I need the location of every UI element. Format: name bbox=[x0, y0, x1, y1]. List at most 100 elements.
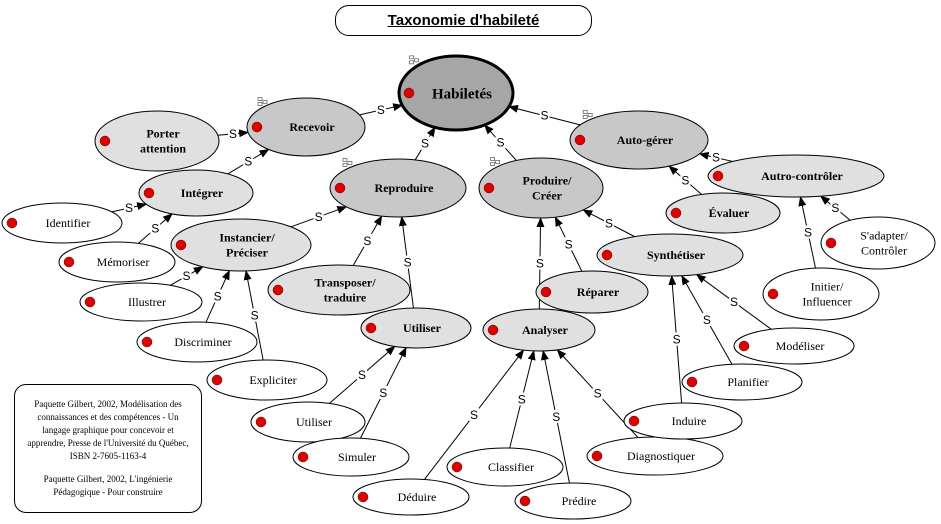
red-dot-icon bbox=[767, 288, 779, 300]
node-habiletes[interactable]: Habiletés bbox=[397, 54, 515, 132]
node-ellipse[interactable] bbox=[569, 110, 709, 170]
red-dot-icon bbox=[591, 450, 603, 462]
node-ellipse[interactable] bbox=[397, 54, 515, 132]
edge-label: S bbox=[518, 392, 526, 406]
hierarchy-link-icon[interactable] bbox=[257, 97, 268, 106]
red-dot-icon bbox=[487, 324, 499, 336]
red-dot-icon bbox=[251, 121, 263, 133]
node-analyser[interactable]: Analyser bbox=[482, 308, 596, 352]
red-dot-icon bbox=[540, 286, 552, 298]
node-ellipse[interactable] bbox=[206, 359, 328, 401]
node-recevoir[interactable]: Recevoir bbox=[246, 97, 366, 157]
edge-utiliser2-to-utiliser: S bbox=[328, 345, 396, 404]
node-ellipse[interactable] bbox=[1, 202, 123, 244]
node-ellipse[interactable] bbox=[482, 308, 596, 352]
edge-label-bg bbox=[420, 136, 431, 150]
edge-label: S bbox=[377, 103, 385, 117]
edge-label-bg bbox=[680, 173, 691, 187]
node-produire[interactable]: Produire/Créer bbox=[478, 157, 604, 219]
node-deduire[interactable]: Déduire bbox=[352, 478, 470, 516]
node-ellipse[interactable] bbox=[58, 241, 176, 283]
node-sadapter[interactable]: S'adapter/Contrôler bbox=[820, 216, 936, 270]
node-ellipse[interactable] bbox=[246, 97, 366, 157]
node-utiliser2[interactable]: Utiliser bbox=[250, 401, 366, 443]
hierarchy-link-icon[interactable] bbox=[409, 55, 419, 65]
red-dot-icon bbox=[334, 182, 346, 194]
node-label: Diagnostiquer bbox=[627, 449, 695, 463]
node-illustrer[interactable]: Illustrer bbox=[79, 282, 203, 322]
node-label: Expliciter bbox=[249, 373, 296, 387]
edge-label-bg bbox=[671, 332, 682, 346]
node-ellipse[interactable] bbox=[596, 233, 744, 277]
node-ellipse[interactable] bbox=[267, 264, 411, 316]
node-expliciter[interactable]: Expliciter bbox=[206, 359, 328, 401]
node-synthetiser[interactable]: Synthétiser bbox=[596, 233, 744, 277]
red-dot-icon bbox=[574, 134, 586, 146]
node-induire[interactable]: Induire bbox=[623, 402, 743, 440]
edge-label: S bbox=[358, 368, 366, 382]
node-ellipse[interactable] bbox=[329, 158, 467, 218]
node-ellipse[interactable] bbox=[514, 482, 632, 520]
node-ellipse[interactable] bbox=[292, 437, 410, 477]
node-evaluer[interactable]: Évaluer bbox=[665, 192, 781, 234]
node-initier[interactable]: Initier/Influencer bbox=[762, 267, 880, 321]
hierarchy-link-icon[interactable] bbox=[490, 157, 500, 166]
references-box: Paquette Gilbert, 2002, Modélisation des… bbox=[14, 384, 202, 513]
node-reproduire[interactable]: Reproduire bbox=[329, 158, 467, 218]
node-instancier[interactable]: Instancier/Préciser bbox=[170, 218, 312, 272]
red-dot-icon bbox=[365, 322, 377, 334]
edge-label: S bbox=[496, 136, 504, 150]
edge-discriminer-to-instancier: S bbox=[205, 269, 230, 323]
node-ellipse[interactable] bbox=[94, 110, 220, 172]
node-ellipse[interactable] bbox=[360, 307, 472, 349]
node-diagnostiquer[interactable]: Diagnostiquer bbox=[586, 436, 724, 476]
node-ellipse[interactable] bbox=[535, 270, 649, 314]
node-memoriser[interactable]: Mémoriser bbox=[58, 241, 176, 283]
node-label: Illustrer bbox=[128, 295, 166, 309]
title-box: Taxonomie d'habileté bbox=[335, 5, 592, 36]
node-ellipse[interactable] bbox=[820, 216, 936, 270]
node-autrocontroler[interactable]: Autro-contrôler bbox=[707, 154, 885, 198]
red-dot-icon bbox=[519, 495, 531, 507]
node-discriminer[interactable]: Discriminer bbox=[136, 321, 258, 363]
node-ellipse[interactable] bbox=[681, 363, 803, 401]
node-label: Créer bbox=[532, 189, 563, 203]
node-ellipse[interactable] bbox=[707, 154, 885, 198]
node-planifier[interactable]: Planifier bbox=[681, 363, 803, 401]
node-ellipse[interactable] bbox=[446, 447, 564, 487]
node-ellipse[interactable] bbox=[79, 282, 203, 322]
node-simuler[interactable]: Simuler bbox=[292, 437, 410, 477]
node-ellipse[interactable] bbox=[733, 327, 855, 365]
node-utiliser[interactable]: Utiliser bbox=[360, 307, 472, 349]
node-classifier[interactable]: Classifier bbox=[446, 447, 564, 487]
node-ellipse[interactable] bbox=[136, 321, 258, 363]
reference-1: Paquette Gilbert, 2002, Modélisation des… bbox=[27, 399, 189, 461]
node-ellipse[interactable] bbox=[665, 192, 781, 234]
hierarchy-link-icon[interactable] bbox=[342, 158, 353, 167]
edge-label-bg bbox=[495, 135, 506, 149]
node-identifier[interactable]: Identifier bbox=[1, 202, 123, 244]
node-ellipse[interactable] bbox=[250, 401, 366, 443]
node-autogerer[interactable]: Auto-gérer bbox=[569, 110, 709, 170]
node-ellipse[interactable] bbox=[478, 157, 604, 219]
node-reparer[interactable]: Réparer bbox=[535, 270, 649, 314]
edge-label-bg bbox=[362, 233, 373, 247]
node-transposer[interactable]: Transposer/traduire bbox=[267, 264, 411, 316]
node-label: Autro-contrôler bbox=[761, 169, 843, 183]
node-label: Modéliser bbox=[776, 339, 825, 353]
edge-label-bg bbox=[534, 256, 545, 270]
node-ellipse[interactable] bbox=[762, 267, 880, 321]
node-predire[interactable]: Prédire bbox=[514, 482, 632, 520]
node-ellipse[interactable] bbox=[623, 402, 743, 440]
red-dot-icon bbox=[297, 451, 309, 463]
node-ellipse[interactable] bbox=[138, 169, 254, 217]
hierarchy-link-icon[interactable] bbox=[582, 110, 593, 119]
node-integrer[interactable]: Intégrer bbox=[138, 169, 254, 217]
node-ellipse[interactable] bbox=[170, 218, 312, 272]
node-label: Instancier/ bbox=[219, 231, 275, 245]
node-ellipse[interactable] bbox=[352, 478, 470, 516]
red-dot-icon bbox=[143, 187, 155, 199]
node-modeliser[interactable]: Modéliser bbox=[733, 327, 855, 365]
